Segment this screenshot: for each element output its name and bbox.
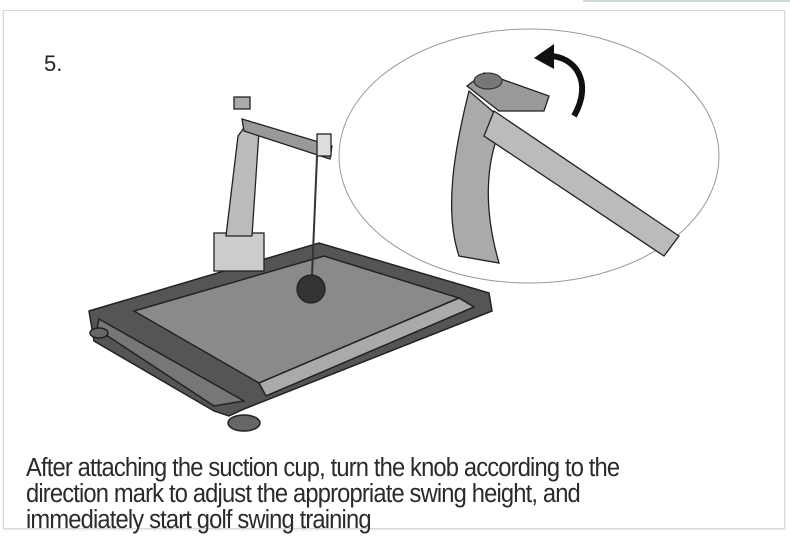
swing-stand — [213, 96, 333, 304]
rotate-arrow-icon — [534, 44, 586, 118]
instruction-card: 5. After att — [3, 10, 785, 533]
instruction-caption: After attaching the suction cup, turn th… — [26, 454, 620, 534]
detail-inset — [338, 28, 720, 284]
top-divider — [583, 0, 790, 2]
golf-trainer-illustration — [88, 28, 720, 432]
step-number: 5. — [44, 51, 63, 76]
training-mat — [88, 242, 493, 432]
